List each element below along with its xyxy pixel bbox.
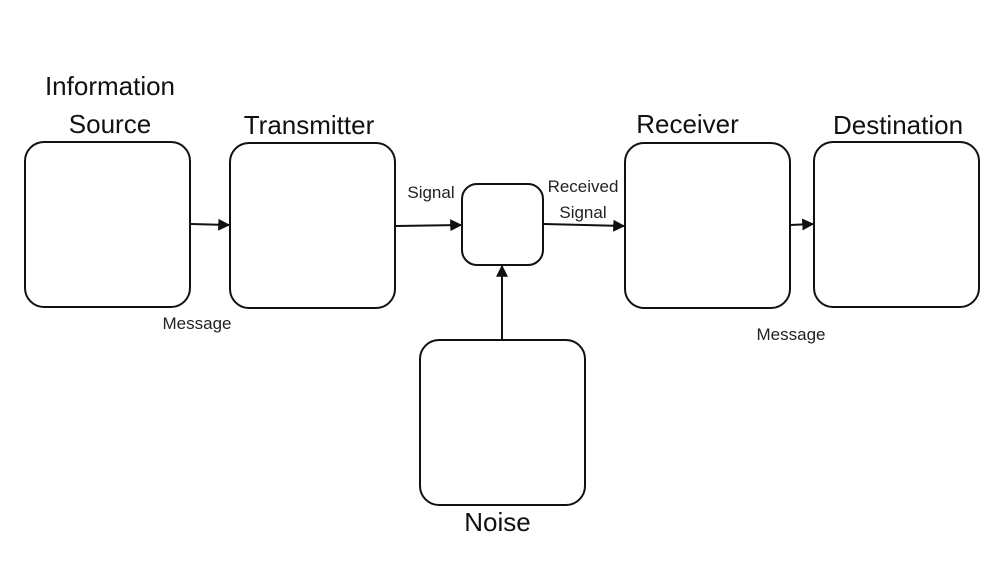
signal-label: Signal bbox=[407, 183, 455, 202]
noise-title: Noise bbox=[464, 507, 531, 537]
information-source-title-line2: Source bbox=[68, 109, 152, 139]
noise-box bbox=[419, 339, 586, 506]
arrow-transmitter-to-channel bbox=[395, 219, 463, 232]
arrow-receiver-to-destination bbox=[789, 218, 815, 231]
transmitter-box bbox=[229, 142, 396, 309]
information-source-title-line1: Information bbox=[44, 71, 176, 101]
received-signal-label-line1: Received bbox=[547, 177, 619, 196]
destination-box bbox=[813, 141, 980, 308]
receiver-title: Receiver bbox=[636, 109, 739, 139]
information-source-title: Information Source bbox=[10, 67, 210, 143]
receiver-box bbox=[624, 142, 791, 309]
destination-title: Destination bbox=[832, 110, 964, 140]
arrow-channel-to-receiver bbox=[543, 219, 626, 232]
message-label-right: Message bbox=[756, 325, 826, 344]
information-source-box bbox=[24, 141, 191, 308]
channel-box bbox=[461, 183, 544, 266]
arrow-source-to-transmitter bbox=[190, 218, 231, 231]
message-label-left: Message bbox=[162, 314, 232, 333]
received-signal-label-line2: Signal bbox=[559, 203, 607, 222]
received-signal-label: Received Signal bbox=[535, 174, 631, 226]
transmitter-title: Transmitter bbox=[243, 110, 375, 140]
